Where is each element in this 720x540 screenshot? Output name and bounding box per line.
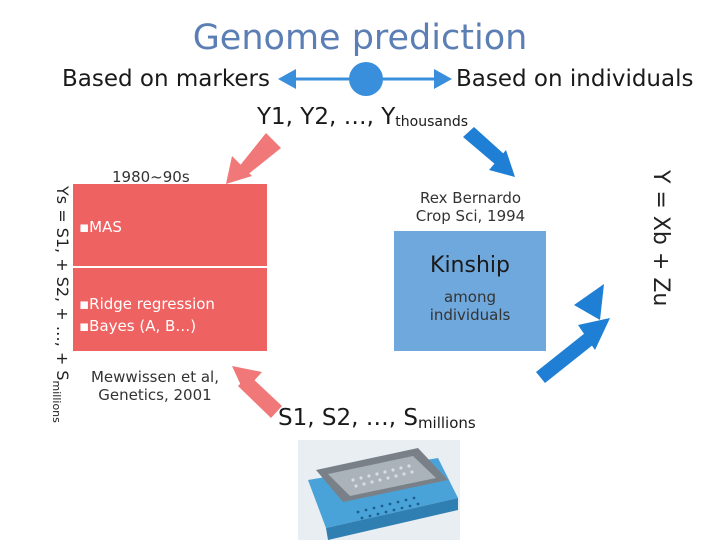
kinship-line2: individuals — [429, 306, 511, 324]
arrow-red-bottom-icon — [232, 366, 282, 418]
left-vertical-equation: Ys = S1, + S2, + …, + Smillions — [50, 186, 72, 423]
method-mas: ▪MAS — [79, 218, 122, 236]
red-box-top: ▪MAS — [73, 184, 267, 266]
left-citation-line1: Mewwissen et al, — [90, 368, 219, 386]
page-title: Genome prediction — [192, 18, 528, 58]
left-citation-line2: Genetics, 2001 — [98, 386, 212, 404]
arrow-red-topleft-icon — [226, 133, 281, 184]
left-vertical-subscript: millions — [49, 380, 63, 423]
method-bayes: ▪Bayes (A, B…) — [79, 317, 197, 335]
y-values-subscript: thousands — [395, 114, 469, 130]
right-citation: Rex Bernardo Crop Sci, 1994 — [393, 189, 548, 225]
right-citation-line1: Rex Bernardo — [419, 189, 522, 207]
axis-right-label: Based on individuals — [456, 66, 694, 92]
s-values-subscript: millions — [417, 414, 476, 432]
kinship-line1: among — [443, 288, 496, 306]
axis-left-label: Based on markers — [62, 66, 270, 92]
kinship-box: Kinship among individuals — [394, 231, 546, 351]
left-citation: Mewwissen et al, Genetics, 2001 — [80, 368, 230, 404]
arrow-blue-bottomright-icon — [536, 284, 610, 383]
red-box-bottom: ▪Ridge regression ▪Bayes (A, B…) — [73, 268, 267, 351]
y-values-line: Y1, Y2, …, Ythousands — [257, 104, 468, 130]
era-label: 1980~90s — [112, 168, 190, 186]
left-vertical-text: Ys = S1, + S2, + …, + S — [53, 186, 72, 381]
right-citation-line2: Crop Sci, 1994 — [415, 207, 526, 225]
right-vertical-equation: Y = Xb + Zu — [648, 170, 673, 307]
genotyping-plate-image — [298, 440, 460, 540]
slider-dot-icon — [349, 62, 383, 96]
s-values-line: S1, S2, …, Smillions — [278, 405, 476, 432]
arrow-blue-topright-icon — [463, 127, 515, 177]
y-values-text: Y1, Y2, …, Y — [257, 104, 396, 130]
s-values-text: S1, S2, …, S — [278, 405, 418, 431]
double-arrow-icon — [278, 62, 452, 96]
method-ridge: ▪Ridge regression — [79, 295, 215, 313]
kinship-title: Kinship — [430, 253, 510, 278]
